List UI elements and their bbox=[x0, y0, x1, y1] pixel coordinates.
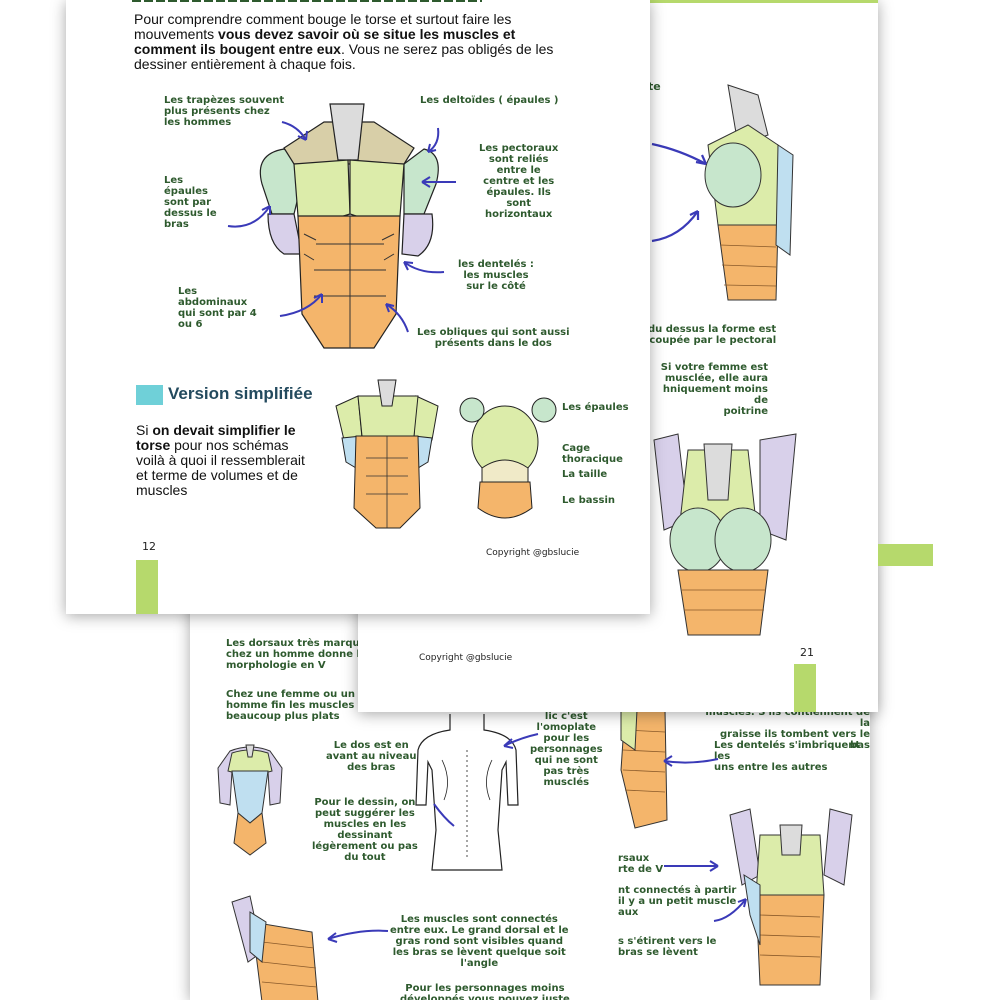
middle-page-number: 21 bbox=[800, 646, 814, 659]
green-top-strip bbox=[650, 0, 878, 3]
arrow-icon bbox=[503, 733, 539, 749]
arrow-icon bbox=[663, 755, 719, 767]
note-dentele-imbriques: Les dentelés s'imbriquent les uns entre … bbox=[714, 740, 861, 773]
note-forme-coupee: du dessus la forme est coupée par le pec… bbox=[648, 324, 777, 346]
middle-green-tab bbox=[794, 664, 816, 712]
side-torso-illustration bbox=[704, 84, 794, 301]
front-page-number: 12 bbox=[142, 540, 156, 553]
simplified-text-1: Si bbox=[136, 422, 153, 438]
arrow-icon bbox=[281, 121, 308, 141]
front-torso-illustration bbox=[259, 103, 439, 349]
back-outline-illustration bbox=[415, 714, 519, 871]
label-epaules: Les épaules sont par dessus le bras bbox=[164, 175, 217, 230]
shape-label-taille: La taille bbox=[562, 469, 608, 480]
front-page: Pour comprendre comment bouge le torse e… bbox=[66, 0, 650, 614]
back-muscles-illustration bbox=[729, 808, 853, 986]
intro-text-1: Pour comprendre comment bouge le torse e… bbox=[134, 11, 512, 42]
arrow-icon bbox=[421, 176, 456, 188]
note-femme-musclee: Si votre femme est musclée, elle aura hn… bbox=[660, 362, 768, 417]
front-copyright: Copyright @gbslucie bbox=[486, 548, 580, 558]
shape-label-bassin: Le bassin bbox=[562, 495, 615, 506]
arrow-icon bbox=[327, 929, 389, 943]
middle-copyright: Copyright @gbslucie bbox=[419, 653, 513, 663]
arrow-icon bbox=[651, 210, 700, 243]
label-abdominaux: Les abdominaux qui sont par 4 ou 6 bbox=[178, 286, 257, 330]
arrow-icon bbox=[385, 303, 409, 333]
arrow-icon bbox=[403, 261, 445, 274]
shape-label-epaules: Les épaules bbox=[562, 402, 629, 413]
intro-bold: vous devez savoir où se situe les muscle… bbox=[134, 26, 516, 57]
arrow-icon bbox=[713, 898, 747, 922]
label-obliques: Les obliques qui sont aussi présents dan… bbox=[417, 327, 570, 349]
arrow-icon bbox=[651, 142, 708, 166]
front-green-tab bbox=[136, 560, 158, 614]
arrow-icon bbox=[433, 803, 455, 827]
arrow-icon bbox=[664, 860, 719, 872]
shapes-diagram bbox=[459, 397, 557, 519]
intro-paragraph: Pour comprendre comment bouge le torse e… bbox=[134, 12, 574, 72]
middle-heading-fragment: te bbox=[648, 80, 661, 93]
label-dentele: les dentelés : les muscles sur le côté bbox=[458, 259, 534, 292]
arrow-icon bbox=[427, 127, 440, 153]
note-dos-avant: Le dos est en avant au niveau des bras bbox=[326, 740, 417, 773]
raised-arms-torso-illustration bbox=[653, 433, 797, 636]
simplified-text-2: pour nos schémas voilà à quoi il ressemb… bbox=[136, 437, 305, 498]
arrow-icon bbox=[279, 293, 323, 317]
note-omoplate: lic c'est l'omoplate pour les personnage… bbox=[530, 711, 603, 788]
shape-label-cage: Cage thoracique bbox=[562, 443, 623, 465]
note-connectes-partir: nt connectés à partir il y a un petit mu… bbox=[618, 885, 737, 918]
simplified-torso-illustration bbox=[335, 379, 439, 529]
simplified-bold: on devait simplifier le torse bbox=[136, 422, 296, 453]
title-remnant bbox=[132, 0, 482, 2]
section-title-square bbox=[136, 385, 163, 405]
simplified-paragraph: Si on devait simplifier le torse pour no… bbox=[136, 423, 306, 498]
arrow-icon bbox=[227, 205, 271, 228]
note-muscles-connectes: Les muscles sont connectés entre eux. Le… bbox=[390, 914, 569, 969]
section-title: Version simplifiée bbox=[168, 384, 313, 403]
note-suggerer-muscles: Pour le dessin, on peut suggérer les mus… bbox=[312, 797, 418, 863]
label-pectoraux: Les pectoraux sont reliés entre le centr… bbox=[479, 143, 559, 220]
note-dorsaux: Les dorsaux très marqués chez un homme d… bbox=[226, 638, 373, 671]
label-deltoides: Les deltoïdes ( épaules ) bbox=[420, 95, 559, 106]
note-personnages-moins: Pour les personnages moins développés vo… bbox=[400, 983, 570, 1000]
note-etirent: s s'étirent vers le bras se lèvent bbox=[618, 936, 717, 958]
note-dorsaux-v: rsaux rte de V bbox=[618, 853, 664, 875]
intro-text-2: . Vous ne serez pas obligés de les dessi… bbox=[134, 41, 554, 72]
back-torso-small-illustration bbox=[217, 744, 283, 856]
side-ribs-illustration bbox=[620, 709, 668, 829]
lifted-arm-back-illustration bbox=[231, 895, 319, 1000]
note-graisse: muscles. S'ils contiennent de la graisse… bbox=[705, 707, 870, 751]
label-trapezes: Les trapèzes souvent plus présents chez … bbox=[164, 95, 285, 128]
green-corner-tab bbox=[878, 544, 933, 566]
